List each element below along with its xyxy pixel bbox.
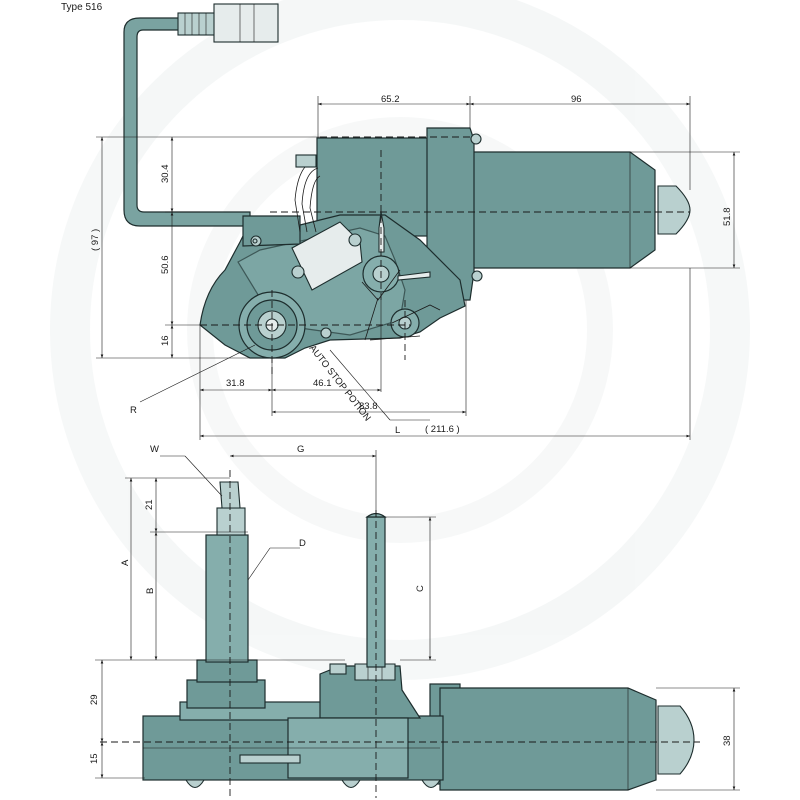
dim-30-4: 30.4 [160, 165, 171, 184]
dim-21: 21 [144, 499, 155, 510]
label-g: G [297, 444, 304, 455]
dim-16: 16 [160, 335, 171, 346]
dim-50-6: 50.6 [160, 256, 171, 275]
switch-box [291, 221, 363, 291]
side-dimension-lines [95, 450, 740, 791]
dim-31-8: 31.8 [226, 378, 245, 389]
cable-connector [123, 3, 279, 227]
label-a: A [120, 559, 131, 566]
side-gear-housing [142, 663, 444, 789]
output-shaft [186, 481, 266, 709]
side-centre-lines [100, 470, 700, 798]
label-b: B [145, 588, 156, 594]
side-motor-can [429, 683, 695, 791]
dim-15: 15 [89, 753, 100, 764]
side-dimension-texts: W G D A B C 21 29 15 38 [89, 444, 733, 764]
label-l: L [395, 425, 400, 436]
motor-can [471, 151, 691, 269]
dim-83-8: 83.8 [359, 401, 378, 412]
dim-96: 96 [571, 94, 582, 105]
side-view: W G D A B C 21 29 15 38 [89, 444, 740, 798]
top-dimension-lines [96, 96, 740, 440]
drawing-title: Type 516 [61, 2, 103, 13]
dim-38: 38 [722, 735, 733, 746]
dim-65-2: 65.2 [381, 94, 400, 105]
label-w: W [150, 444, 159, 455]
dim-46-1: 46.1 [313, 378, 332, 389]
dim-211-6: ( 211.6 ) [425, 424, 460, 435]
label-c: C [415, 585, 426, 592]
label-d: D [299, 538, 306, 549]
internal-wires [294, 154, 321, 233]
dim-29: 29 [89, 694, 100, 705]
label-r: R [130, 405, 137, 416]
dim-51-8: 51.8 [722, 208, 733, 227]
dim-97: ( 97 ) [90, 229, 101, 251]
